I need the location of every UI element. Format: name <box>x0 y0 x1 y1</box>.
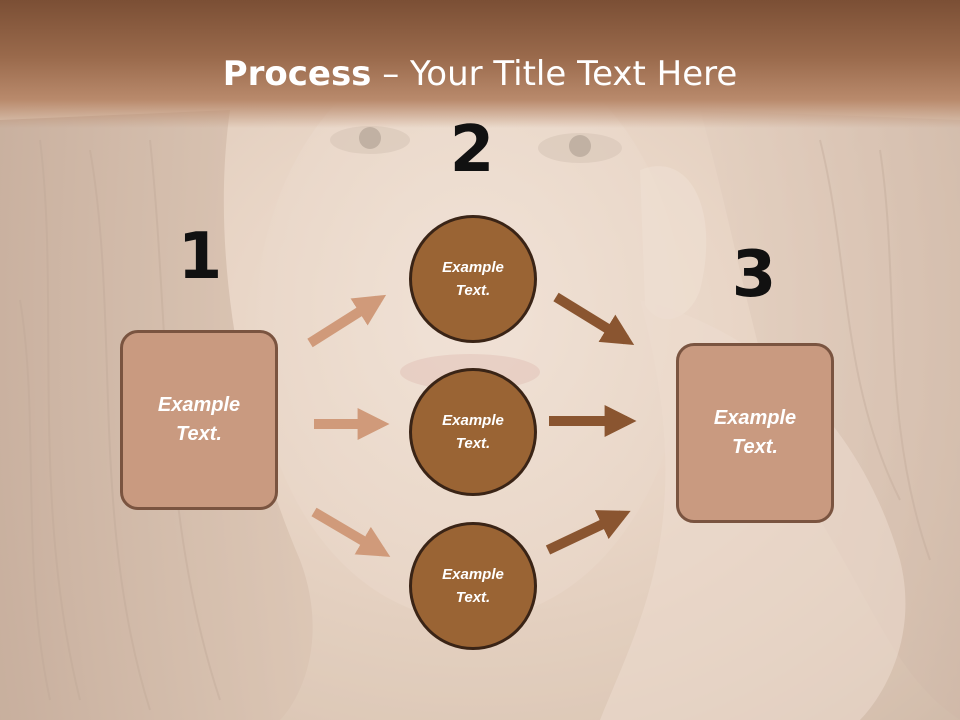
arrow-right-icon <box>553 292 635 346</box>
page-title: Process – Your Title Text Here <box>0 52 960 96</box>
step-number-3: 3 <box>731 238 777 312</box>
step-number-2: 2 <box>449 113 495 187</box>
title-band <box>0 0 960 128</box>
arrow-right-icon <box>307 294 387 348</box>
title-bold: Process <box>222 54 372 94</box>
title-rest: – Your Title Text Here <box>371 54 738 94</box>
arrow-right-icon <box>311 507 391 557</box>
arrow-right-icon <box>545 510 631 555</box>
step-number-1: 1 <box>177 220 223 294</box>
